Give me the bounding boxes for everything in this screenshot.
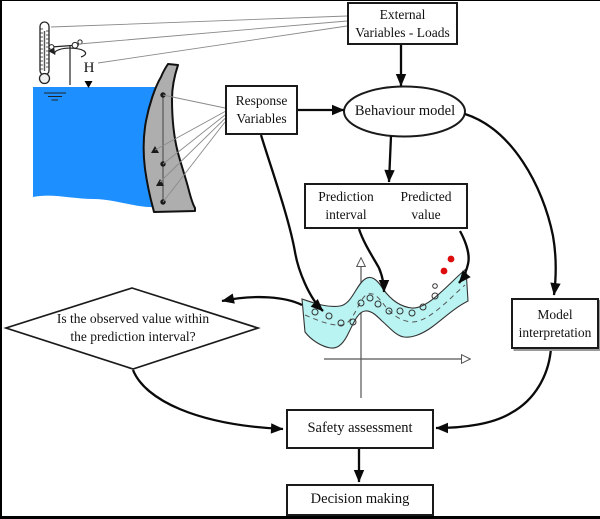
load-sensor-lines <box>50 15 348 64</box>
safety-assessment-box: Safety assessment <box>286 409 434 449</box>
response-variables-box: Response Variables <box>225 85 298 135</box>
water-surface-lines <box>44 92 66 101</box>
external-variables-label: External <box>379 6 426 22</box>
arrow-band-to-diamond <box>221 293 303 307</box>
response-variables-label: Response <box>235 93 288 109</box>
arrow-predicted-value-to-band <box>458 230 471 284</box>
prediction-band-chart <box>301 255 470 398</box>
observed-value-points <box>311 283 439 327</box>
arrow-behaviour-to-model-interpretation <box>464 112 561 296</box>
water-level-marker <box>84 81 93 88</box>
arrow-prediction-interval-to-band <box>357 228 390 293</box>
water-head-label: H <box>83 60 95 76</box>
model-interpretation-label2: interpretation <box>518 324 592 340</box>
predicted-value-dashed-line <box>304 284 466 326</box>
prediction-interval-label: Prediction interval <box>318 189 374 222</box>
predicted-value-label: Predicted value <box>400 189 452 222</box>
model-interpretation-label: Model <box>537 306 573 322</box>
external-variables-box: External Variables - Loads <box>347 2 458 45</box>
prediction-box: Prediction interval Predicted value <box>304 183 468 229</box>
out-of-interval-points <box>440 255 455 275</box>
response-sensor-lines <box>154 94 226 203</box>
dam-cross-section <box>142 63 196 213</box>
behaviour-model-label: Behaviour model <box>354 103 456 119</box>
model-interpretation-box: Model interpretation <box>511 298 599 349</box>
decision-diamond-label: Is the observed value within the predict… <box>56 311 210 344</box>
arrow-diamond-to-safety <box>131 369 284 434</box>
response-variables-label2: Variables <box>236 111 287 126</box>
decision-making-box: Decision making <box>286 484 434 516</box>
arrow-model-interpretation-to-safety <box>435 347 553 434</box>
arrow-response-to-band <box>259 134 324 312</box>
pendulum-rotation-icon <box>48 39 87 85</box>
external-variables-label2: Variables - Loads <box>355 24 450 40</box>
flow-arrows <box>131 45 561 483</box>
prediction-interval-band <box>301 267 469 349</box>
dam-scene <box>33 15 348 213</box>
thermometer-icon <box>38 21 51 85</box>
decision-diamond <box>3 287 261 370</box>
reservoir-water <box>33 87 162 208</box>
arrow-behaviour-to-prediction <box>384 135 395 183</box>
